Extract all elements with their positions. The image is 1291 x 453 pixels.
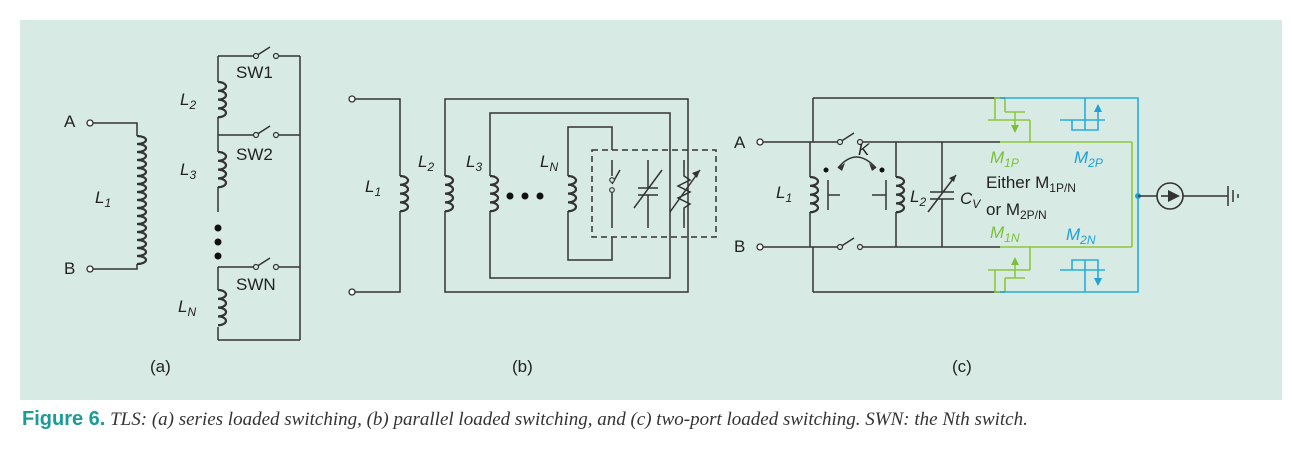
c-inductor-1 <box>809 175 820 214</box>
b-inductor-1-label: L1 <box>365 177 381 199</box>
b-ln-loop <box>567 126 613 261</box>
a-ellipsis-dots <box>214 224 222 260</box>
panel-b: L1 L2 L3 LN (b) <box>348 95 717 376</box>
a-terminal-b <box>86 265 94 273</box>
c-m2n-transistor <box>1060 259 1105 292</box>
a-switch-2 <box>218 125 300 139</box>
c-green-drain-wires <box>1000 120 1031 270</box>
c-m1n-transistor <box>988 257 1030 293</box>
a-wire-bottom <box>93 264 138 270</box>
b-l1-loop <box>355 98 401 293</box>
a-sublabel: (a) <box>150 357 171 376</box>
c-inductor-2-label: L2 <box>910 187 926 209</box>
a-terminal-b-label: B <box>64 259 75 278</box>
a-switch-1-label: SW1 <box>236 63 273 82</box>
c-sublabel: (c) <box>952 357 972 376</box>
b-ellipsis-dots <box>506 192 544 200</box>
c-switch-bottom-wires <box>763 237 1000 248</box>
b-l2-loop <box>444 98 689 293</box>
c-either-label: Either M1P/N <box>986 173 1076 195</box>
b-load-switch <box>609 160 621 228</box>
a-switch-n-label: SWN <box>236 275 276 294</box>
c-outer-top-bottom <box>813 97 1000 293</box>
c-inductor-1-label: L1 <box>776 183 792 205</box>
c-current-source-arrow <box>1168 190 1180 202</box>
a-inductor-3 <box>217 150 228 189</box>
caption-text: TLS: (a) series loaded switching, (b) pa… <box>110 409 1028 430</box>
c-m1n-label: M1N <box>990 223 1020 245</box>
c-or-label: or M2P/N <box>986 200 1047 222</box>
c-capacitor-label: CV <box>960 189 981 211</box>
a-switch-n <box>218 257 300 271</box>
c-coupling-label: K <box>858 140 870 159</box>
caption-label: Figure 6. <box>22 408 106 430</box>
c-variable-capacitor <box>927 142 957 247</box>
b-inductor-3-label: L3 <box>466 152 482 174</box>
a-main-inductor-label: L1 <box>95 188 111 210</box>
b-terminal-top <box>348 95 356 103</box>
c-terminal-b <box>756 243 764 251</box>
a-wire-top <box>93 122 138 136</box>
ground-icon <box>1227 186 1239 206</box>
c-terminal-b-label: B <box>734 237 745 256</box>
b-inductor-1 <box>399 174 410 213</box>
b-sublabel: (b) <box>512 357 533 376</box>
c-m2p-label: M2P <box>1074 148 1103 170</box>
b-inductor-n-label: LN <box>540 152 558 174</box>
a-inductor-2-label: L2 <box>180 90 196 112</box>
c-switch-top-wires <box>763 132 1000 143</box>
b-load-bank-box <box>591 149 717 238</box>
figure-panel: A B L1 SW1 SW2 SWN <box>20 20 1282 400</box>
a-switch-1 <box>218 46 300 60</box>
a-terminal-a <box>86 119 94 127</box>
b-l3-loop <box>489 112 671 279</box>
c-m1p-transistor <box>988 97 1030 133</box>
c-coupling-arc <box>837 156 877 169</box>
b-inductor-2-label: L2 <box>418 152 434 174</box>
b-inductor-n <box>567 174 578 213</box>
c-blue-outer-wires <box>1000 97 1139 293</box>
a-inductor-3-label: L3 <box>180 160 196 182</box>
a-main-inductor <box>136 134 148 266</box>
c-terminal-a <box>756 138 764 146</box>
c-m2p-transistor <box>1060 98 1105 131</box>
panel-c: A B L1 L2 K CV <box>734 97 1239 376</box>
a-terminal-a-label: A <box>64 112 76 131</box>
c-m2n-label: M2N <box>1066 225 1096 247</box>
c-terminal-a-label: A <box>734 133 746 152</box>
c-inductor-2 <box>895 175 906 214</box>
panel-a: A B L1 SW1 SW2 SWN <box>64 46 301 376</box>
a-inductor-2 <box>217 80 228 119</box>
b-inductor-3 <box>489 174 500 213</box>
c-m1p-label: M1P <box>990 148 1019 170</box>
a-inductor-n-label: LN <box>178 297 196 319</box>
b-load-varactor <box>633 160 663 228</box>
a-switch-2-label: SW2 <box>236 145 273 164</box>
c-green-bus <box>1030 141 1133 248</box>
b-inductor-2 <box>444 174 455 213</box>
a-inductor-n <box>217 288 228 327</box>
b-load-variable-resistor <box>669 160 701 228</box>
circuit-diagram: A B L1 SW1 SW2 SWN <box>64 46 1239 376</box>
figure-caption: Figure 6. TLS: (a) series loaded switchi… <box>22 408 1284 431</box>
c-current-source <box>1156 182 1184 210</box>
b-terminal-bottom <box>348 288 356 296</box>
